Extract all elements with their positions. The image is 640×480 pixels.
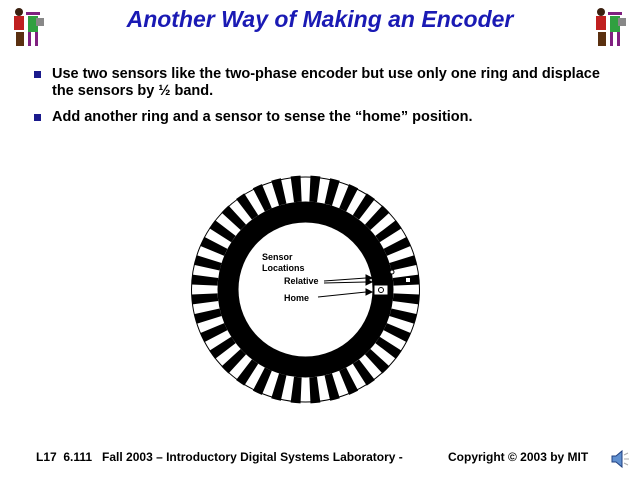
encoder-ring [191, 175, 420, 404]
encoder-stripe [194, 308, 222, 324]
slide-title: Another Way of Making an Encoder [126, 6, 514, 32]
encoder-stripe [271, 373, 287, 401]
encoder-stripe [191, 293, 219, 305]
encoder-stripe [364, 348, 390, 374]
encoder-stripe [309, 175, 321, 203]
encoder-stripe [375, 220, 402, 243]
encoder-stripe [209, 336, 236, 359]
encoder-stripe [221, 348, 247, 374]
bullet-list: Use two sensors like the two-phase encod… [34, 66, 624, 135]
encoder-stripe [364, 205, 390, 231]
encoder-stripe [352, 193, 375, 220]
bullet-item: Add another ring and a sensor to sense t… [34, 109, 624, 126]
label-sensor: Sensor [262, 252, 293, 262]
encoder-stripe [324, 373, 340, 401]
encoder-stripe [209, 220, 236, 243]
encoder-stripe [290, 175, 302, 203]
encoder-stripe [236, 193, 259, 220]
label-home: Home [284, 293, 309, 303]
label-relative: Relative [284, 276, 319, 286]
ring-center [238, 222, 373, 357]
encoder-stripe [389, 255, 417, 271]
encoder-stripe [191, 274, 219, 286]
mit-logo-left [14, 8, 44, 46]
encoder-stripe [252, 367, 272, 395]
encoder-stripe [309, 376, 321, 404]
encoder-stripe [236, 359, 259, 386]
mit-logo-right [596, 8, 626, 46]
relative-sensor-b [406, 278, 410, 282]
sensor-arrows [317, 274, 374, 298]
encoder-stripe [290, 376, 302, 404]
encoder-stripe [339, 367, 359, 395]
encoder-stripe [389, 308, 417, 324]
home-sensor [373, 284, 389, 296]
label-locations: Locations [262, 263, 305, 273]
encoder-stripe [271, 178, 287, 206]
speaker-icon[interactable] [610, 448, 630, 470]
bullet-item: Use two sensors like the two-phase encod… [34, 66, 624, 100]
encoder-stripe [339, 184, 359, 212]
encoder-stripe [252, 184, 272, 212]
encoder-stripe [383, 236, 411, 256]
encoder-stripe [352, 359, 375, 386]
encoder-stripe [383, 323, 411, 343]
encoder-stripe [221, 205, 247, 231]
encoder-stripe [194, 255, 222, 271]
encoder-stripe [375, 336, 402, 359]
encoder-stripe [324, 178, 340, 206]
encoder-stripe [200, 236, 228, 256]
footer-copyright: Copyright © 2003 by MIT [448, 450, 589, 464]
encoder-stripe [200, 323, 228, 343]
relative-sensor-a [389, 269, 395, 275]
encoder-stripe [392, 293, 420, 305]
footer-course: L17 6.111 Fall 2003 – Introductory Digit… [36, 450, 403, 464]
